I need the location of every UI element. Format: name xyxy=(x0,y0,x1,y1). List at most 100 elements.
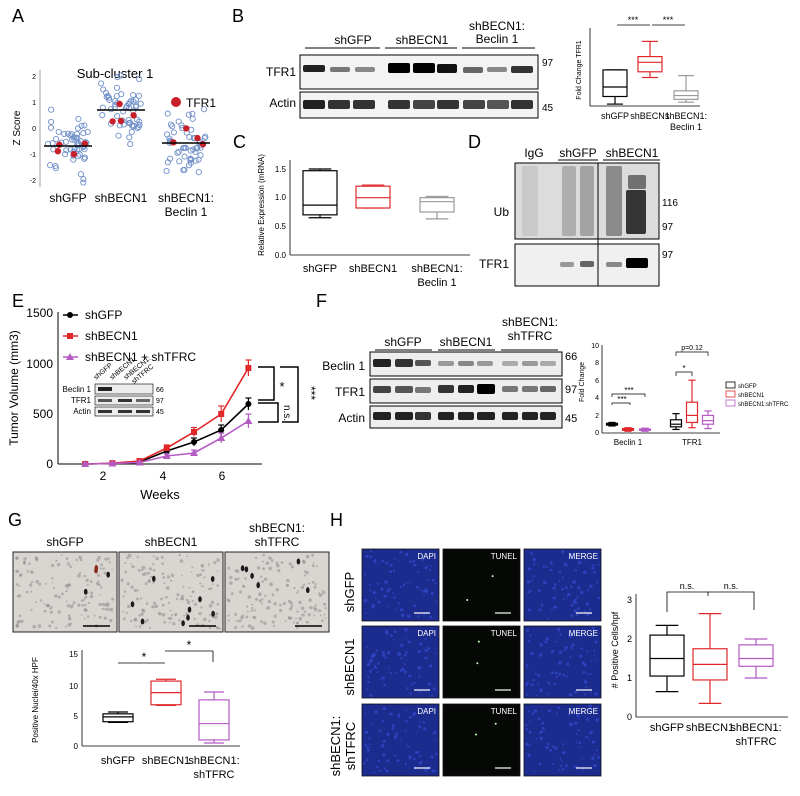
nucleus-speck xyxy=(382,651,385,654)
nucleus-speck xyxy=(383,683,386,687)
cell-nucleus xyxy=(57,562,61,567)
nucleus-speck xyxy=(581,758,584,760)
data-point xyxy=(164,131,171,138)
nucleus-speck xyxy=(379,678,382,681)
nucleus-speck xyxy=(428,664,432,668)
nucleus-speck xyxy=(403,663,406,666)
box-plots xyxy=(302,168,455,220)
nucleus-speck xyxy=(371,669,374,671)
cell-nucleus xyxy=(300,606,305,610)
cell-nucleus xyxy=(263,621,267,625)
nucleus-speck xyxy=(570,553,573,557)
mw-label: 66 xyxy=(565,351,577,363)
data-point xyxy=(218,411,225,417)
nucleus-speck xyxy=(545,746,549,750)
cell-nucleus xyxy=(191,590,195,594)
blot-band xyxy=(303,100,325,109)
data-point xyxy=(62,151,69,158)
data-point xyxy=(99,112,106,119)
nucleus-speck xyxy=(553,605,556,609)
nucleus-speck xyxy=(558,579,561,582)
nucleus-speck xyxy=(366,662,371,667)
nucleus-speck xyxy=(375,597,377,600)
cell-nucleus xyxy=(198,612,202,616)
nucleus-speck xyxy=(578,741,582,745)
nucleus-speck xyxy=(565,764,568,768)
nucleus-speck xyxy=(369,550,373,553)
nucleus-speck xyxy=(416,571,419,574)
cell-nucleus xyxy=(65,557,69,560)
cell-nucleus xyxy=(255,597,258,601)
data-point xyxy=(195,169,202,176)
nucleus-speck xyxy=(418,720,421,723)
nucleus-speck xyxy=(593,764,597,768)
nucleus-speck xyxy=(585,735,588,739)
nucleus-speck xyxy=(400,608,404,612)
blot-band xyxy=(373,386,391,393)
cell-nucleus xyxy=(57,595,61,599)
nucleus-speck xyxy=(385,656,388,659)
cell-nucleus xyxy=(17,594,22,598)
cell-nucleus xyxy=(234,578,237,581)
cell-nucleus xyxy=(321,590,326,595)
legend-label: TFR1 xyxy=(186,96,216,110)
cell-nucleus xyxy=(273,602,277,606)
cell-nucleus xyxy=(203,617,207,622)
nucleus-speck xyxy=(541,726,545,730)
nucleus-speck xyxy=(386,605,389,608)
sig-label: p=0.12 xyxy=(681,345,703,352)
cell-nucleus xyxy=(185,598,189,602)
nucleus-speck xyxy=(558,672,562,676)
nucleus-speck xyxy=(589,731,593,735)
nucleus-speck xyxy=(538,653,543,657)
nucleus-speck xyxy=(386,769,389,773)
cell-nucleus xyxy=(19,573,23,577)
cell-nucleus xyxy=(273,624,276,627)
nucleus-speck xyxy=(563,562,568,567)
cell-nucleus xyxy=(161,603,165,607)
nucleus-speck xyxy=(392,638,395,641)
cell-nucleus xyxy=(51,581,54,584)
nucleus-speck xyxy=(397,713,401,716)
nucleus-speck xyxy=(369,589,372,592)
cell-nucleus xyxy=(108,561,111,564)
nucleus-speck xyxy=(570,614,574,618)
cell-nucleus xyxy=(323,613,326,616)
data-point xyxy=(189,110,196,117)
cell-nucleus xyxy=(208,626,212,629)
cell-nucleus xyxy=(307,613,311,617)
nucleus-speck xyxy=(591,626,595,630)
blot-group: Beclin 1 xyxy=(476,32,519,46)
nucleus-speck xyxy=(408,755,412,759)
box-body xyxy=(637,55,663,73)
cell-nucleus xyxy=(163,582,166,585)
mw-label: 116 xyxy=(662,198,678,209)
blot-band xyxy=(438,361,454,366)
cell-nucleus xyxy=(83,608,88,612)
panel-g: G shGFP shBECN1 shBECN1: shTFRC Positive… xyxy=(8,510,330,781)
cat-label: shGFP xyxy=(303,263,337,275)
cell-nucleus xyxy=(250,626,255,630)
data-point xyxy=(202,133,209,140)
cell-nucleus xyxy=(171,614,174,617)
data-point xyxy=(103,93,110,100)
cell-nucleus xyxy=(127,553,132,558)
cell-nucleus xyxy=(145,602,149,605)
blot-band xyxy=(580,166,594,236)
blot-band xyxy=(415,387,431,393)
nucleus-speck xyxy=(570,603,574,607)
data-point xyxy=(162,452,171,459)
mw-label: 97 xyxy=(565,384,577,396)
nucleus-speck xyxy=(424,767,429,772)
data-point xyxy=(100,86,107,93)
cell-nucleus xyxy=(288,562,292,566)
nucleus-speck xyxy=(574,721,578,725)
cell-nucleus xyxy=(182,597,185,601)
nucleus-speck xyxy=(529,634,532,637)
nucleus-speck xyxy=(581,661,585,665)
cell-nucleus xyxy=(24,557,27,560)
data-point xyxy=(108,459,117,467)
nucleus-speck xyxy=(418,571,420,573)
highlight-point xyxy=(183,125,190,132)
data-point xyxy=(64,130,71,137)
